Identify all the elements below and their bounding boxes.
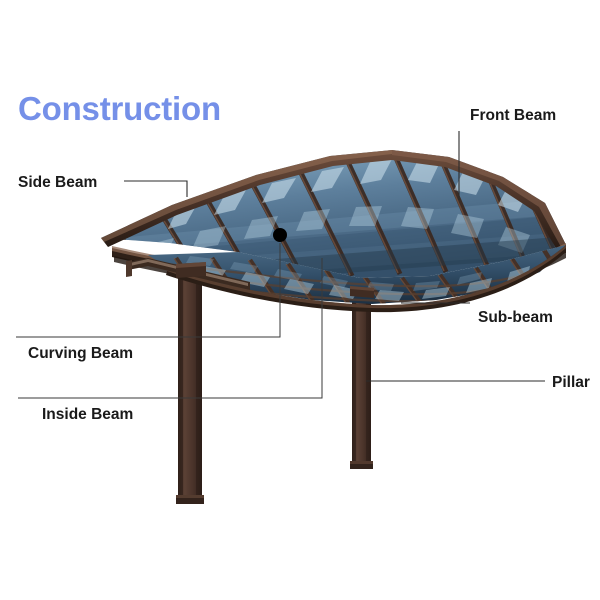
leader-inside-beam bbox=[18, 258, 323, 399]
label-curving-beam: Curving Beam bbox=[28, 345, 133, 362]
label-front-beam: Front Beam bbox=[470, 107, 556, 124]
pillar-left bbox=[176, 270, 204, 504]
leader-curving-beam bbox=[16, 243, 281, 338]
page-title: Construction bbox=[18, 90, 221, 127]
curving-beam-dot-marker bbox=[273, 228, 287, 242]
label-sub-beam: Sub-beam bbox=[478, 309, 553, 326]
label-inside-beam: Inside Beam bbox=[42, 406, 133, 423]
leader-side-beam bbox=[124, 180, 188, 197]
label-side-beam: Side Beam bbox=[18, 174, 97, 191]
leader-lines bbox=[16, 131, 545, 399]
pillar-left-bracket bbox=[176, 262, 206, 278]
label-pillar: Pillar bbox=[552, 374, 590, 391]
side-beam-member bbox=[101, 150, 392, 247]
pillar-right bbox=[350, 290, 373, 469]
pillar-right-bracket bbox=[350, 286, 374, 298]
